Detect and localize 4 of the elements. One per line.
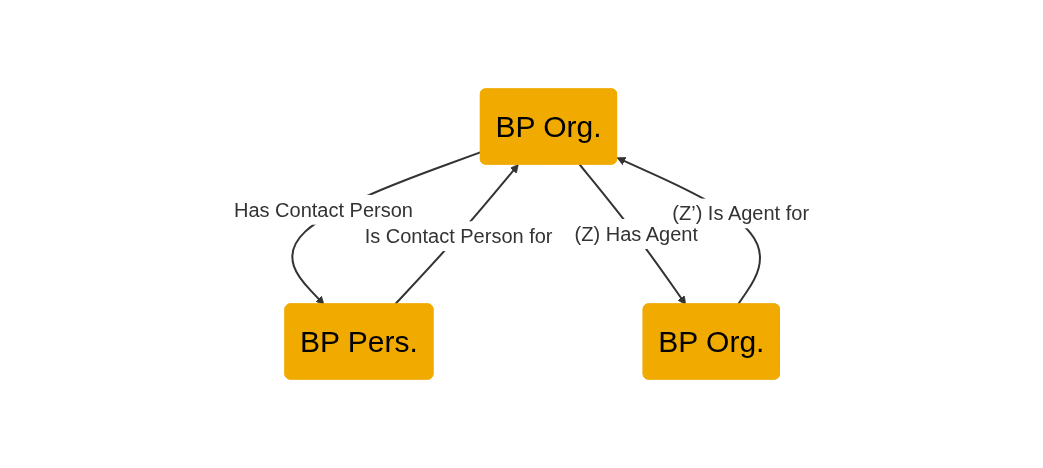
edge-label: Has Contact Person: [233, 198, 413, 221]
edge-label: Is Contact Person for: [364, 225, 553, 248]
edge-label: (Z) Has Agent: [574, 223, 698, 245]
edge-label: (Z’) Is Agent for: [672, 202, 810, 225]
